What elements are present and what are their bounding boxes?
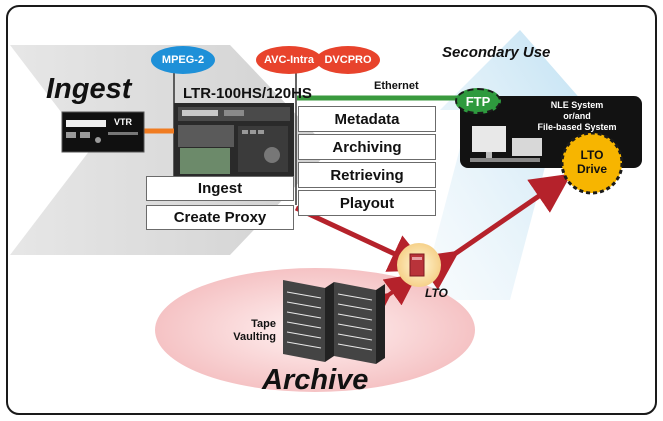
vtr-label: VTR [114, 117, 132, 127]
ltr-device [174, 103, 294, 177]
function-metadata: Metadata [298, 106, 436, 132]
ftp-badge: FTP [455, 88, 501, 114]
format-dvcpro: DVCPRO [316, 46, 380, 74]
lto-label: LTO [425, 286, 448, 300]
tape-vaulting-line2: Vaulting [233, 331, 276, 343]
ethernet-label: Ethernet [374, 80, 419, 92]
function-retrieving: Retrieving [298, 162, 436, 188]
lto-drive-line1: LTO [580, 148, 604, 162]
model-label: LTR-100HS/120HS [183, 85, 312, 102]
function-create-proxy: Create Proxy [146, 205, 294, 230]
tape-rack-left [283, 280, 334, 362]
function-archiving: Archiving [298, 134, 436, 160]
lto-cartridge [409, 253, 425, 277]
secondary-use-label: Secondary Use [442, 44, 551, 61]
archive-title: Archive [262, 364, 369, 396]
format-mpeg2: MPEG-2 [151, 46, 215, 74]
function-ingest: Ingest [146, 176, 294, 201]
format-avc-intra: AVC-Intra [256, 46, 322, 74]
nle-system-line1: NLE System [550, 100, 604, 110]
nle-system-line2: or/and [563, 111, 591, 121]
function-playout: Playout [298, 190, 436, 216]
lto-drive-circle [560, 131, 624, 195]
ingest-title: Ingest [46, 73, 132, 105]
tape-vaulting-line1: Tape [251, 318, 276, 330]
lto-drive-line2: Drive [576, 162, 608, 176]
ingest-chevron [10, 45, 330, 255]
nle-system-line3: File-based System [537, 122, 617, 132]
vtr-device [61, 111, 145, 153]
tape-rack-right [334, 282, 385, 364]
lto-drive-arrow [415, 173, 572, 290]
playout-arrow [294, 205, 431, 272]
